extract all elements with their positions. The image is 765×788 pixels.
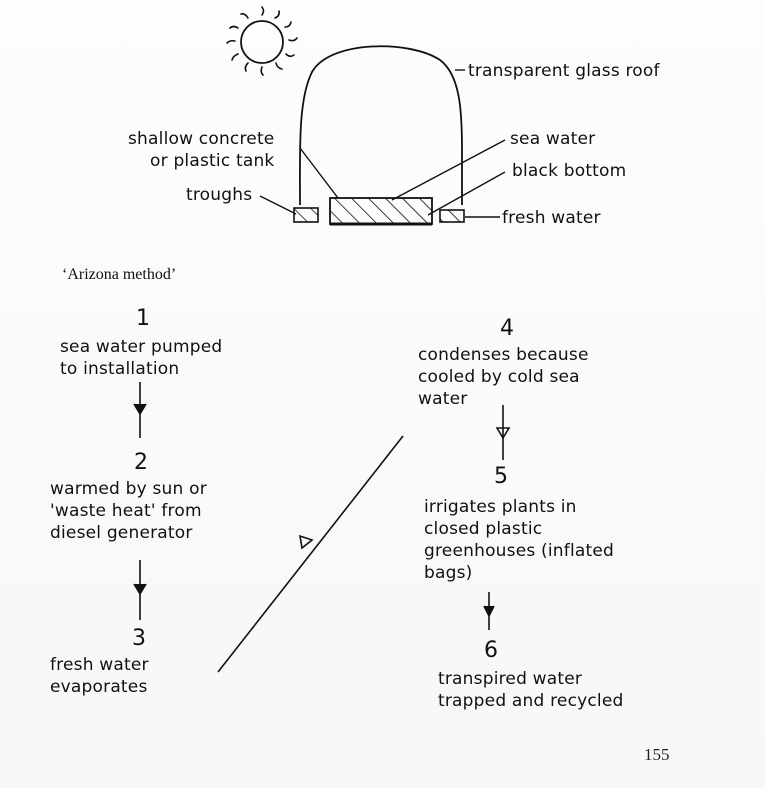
leader-lines [259,69,506,218]
step-3-number: 3 [132,626,146,651]
label-fresh-water: fresh water [502,208,601,228]
step-4-number: 4 [500,316,514,341]
step-2-text: warmed by sun or 'waste heat' from diese… [50,479,207,543]
page-number: 155 [644,745,670,764]
step-6-text: transpired water trapped and recycled [438,669,624,711]
step-3-text: fresh water evaporates [50,655,149,697]
label-sea-water: sea water [510,129,596,149]
method-caption: ‘Arizona method’ [62,266,177,283]
step-1-number: 1 [136,306,150,331]
step-1-text: sea water pumped to installation [60,337,223,379]
step-6-number: 6 [484,638,498,663]
step-5-text: irrigates plants in closed plastic green… [424,497,614,583]
step-5-number: 5 [494,464,508,489]
label-tank: shallow concrete or plastic tank [128,129,275,171]
sun-icon [226,6,298,76]
glass-roof [299,45,463,206]
label-transparent-glass-roof: transparent glass roof [468,61,660,81]
label-black-bottom: black bottom [512,161,627,181]
left-trough [293,207,319,223]
step-2-number: 2 [134,450,148,475]
right-trough [439,209,465,223]
tank [329,197,433,226]
label-troughs: troughs [186,185,253,205]
step-4-text: condenses because cooled by cold sea wat… [418,345,589,409]
flow-arrows [133,382,511,673]
